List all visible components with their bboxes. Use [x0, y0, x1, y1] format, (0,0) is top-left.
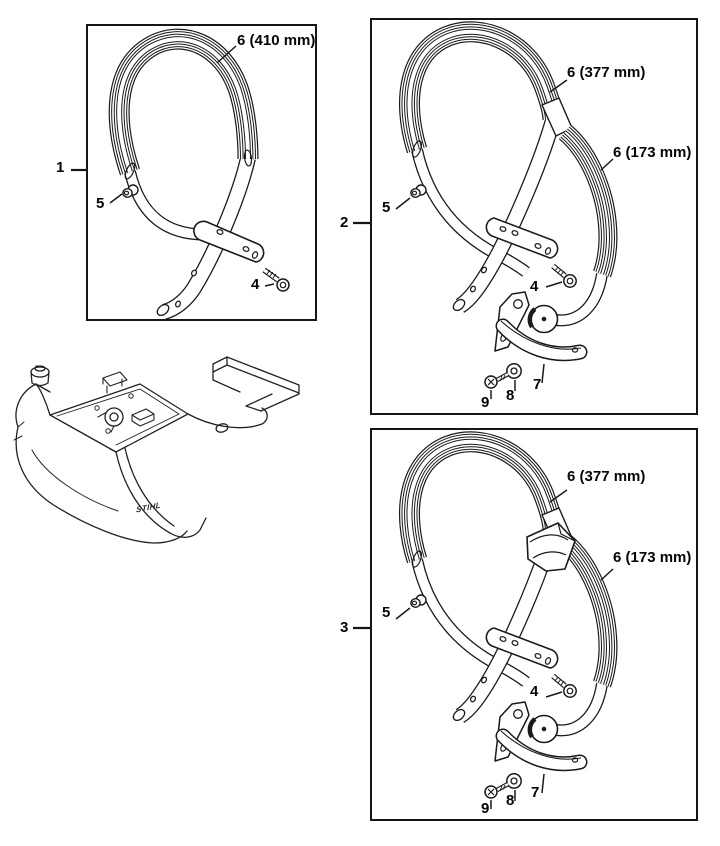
- figure-2-box: [370, 18, 698, 415]
- fig2-part-5-label: 5: [382, 199, 391, 216]
- fig3-part-7-label: 7: [531, 784, 540, 801]
- fig2-part-4-label: 4: [530, 278, 539, 295]
- fig3-part-4-label: 4: [530, 683, 539, 700]
- figure-1-art: [108, 28, 290, 319]
- fig2-top-grip-length-label: 6 (377 mm): [567, 64, 646, 81]
- callout-1: 1: [56, 159, 65, 176]
- fig3-part-5-label: 5: [382, 604, 391, 621]
- callout-2: 2: [340, 214, 349, 231]
- fig3-top-grip-length-label: 6 (377 mm): [567, 468, 646, 485]
- figure-3-box: [370, 428, 698, 821]
- fig1-part-5-label: 5: [96, 195, 105, 212]
- callout-3: 3: [340, 619, 349, 636]
- fig2-part-8-label: 8: [506, 387, 515, 404]
- figure-3-art: [372, 430, 696, 819]
- fig1-grip-length-label: 6 (410 mm): [237, 32, 316, 49]
- figure-1-box: [86, 24, 317, 321]
- fig3-part-8-label: 8: [506, 792, 515, 809]
- clamp-part: [526, 522, 576, 572]
- fig1-part-4-label: 4: [251, 276, 260, 293]
- fig2-side-grip-length-label: 6 (173 mm): [613, 144, 692, 161]
- fig3-side-grip-length-label: 6 (173 mm): [613, 549, 692, 566]
- powerhead-art: [13, 356, 300, 544]
- fig2-part-7-label: 7: [533, 376, 542, 393]
- fig3-part-9-label: 9: [481, 800, 490, 817]
- fig2-part-9-label: 9: [481, 394, 490, 411]
